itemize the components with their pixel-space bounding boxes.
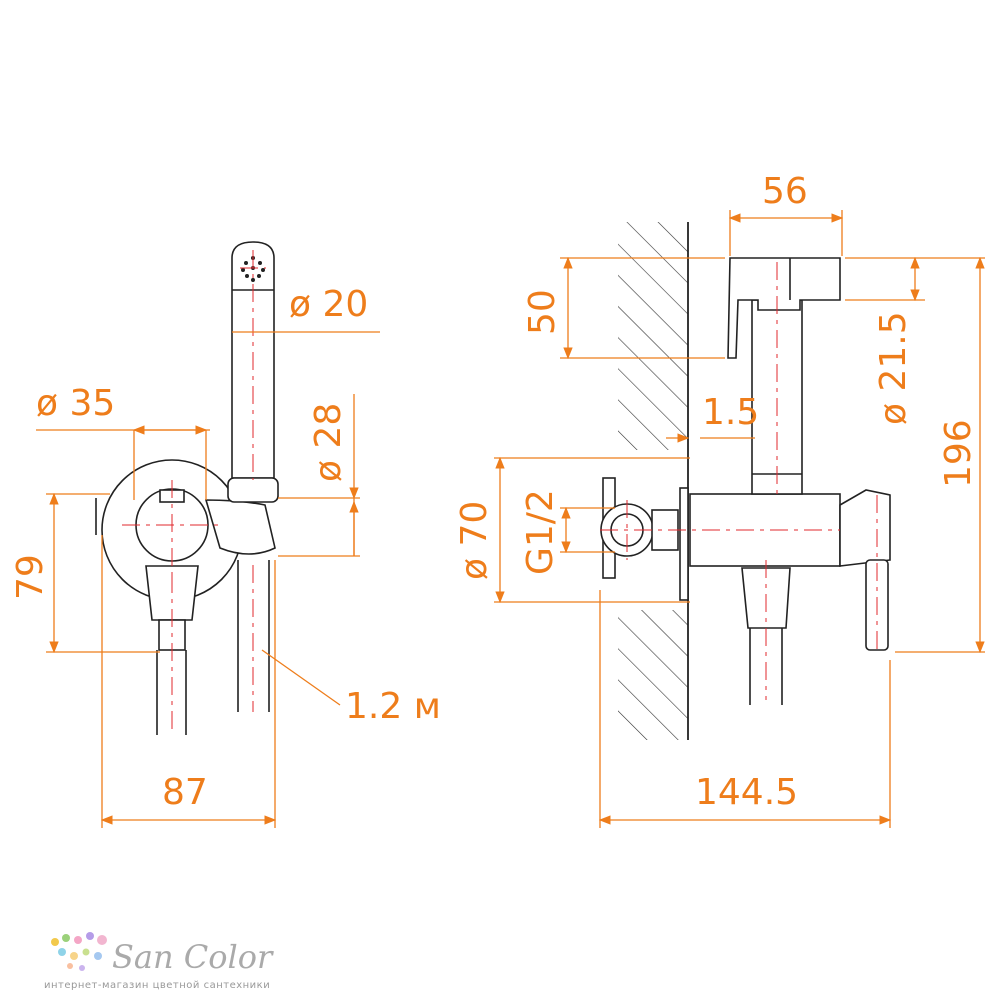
logo-dots-icon — [51, 932, 107, 971]
dim-plate-gap: 1.5 — [702, 392, 759, 433]
valve-knob-side — [839, 489, 891, 567]
brand-logo: San Color интернет-магазин цветной санте… — [44, 932, 274, 991]
dim-body-diameter: ø 35 — [36, 383, 115, 424]
dim-hose-length: 1.2 м — [345, 686, 441, 727]
dim-width: 87 — [162, 772, 208, 813]
holder-arm — [204, 499, 276, 555]
flange-plate — [679, 487, 689, 601]
front-view — [95, 241, 279, 735]
dim-spray-diameter: ø 20 — [289, 284, 368, 325]
front-dimensions — [36, 331, 380, 828]
dim-holder-width: 56 — [762, 171, 808, 212]
shower-holder — [727, 257, 841, 359]
dim-hose-diameter: ø 28 — [308, 403, 349, 482]
front-centerlines — [122, 250, 266, 735]
riser-pipe — [751, 299, 803, 495]
dim-head-diameter: ø 21.5 — [873, 311, 914, 425]
dim-holder-height: 50 — [522, 289, 563, 335]
spray-holes — [241, 256, 265, 282]
side-centerlines — [600, 262, 878, 700]
dim-depth: 144.5 — [695, 772, 798, 813]
brand-tagline: интернет-магазин цветной сантехники — [44, 980, 270, 991]
dim-height: 79 — [10, 554, 51, 600]
dim-thread: G1/2 — [520, 489, 561, 575]
dim-flange-diameter: ø 70 — [454, 501, 495, 580]
dim-total-height: 196 — [938, 419, 979, 488]
wall-section — [618, 222, 689, 740]
brand-name: San Color — [112, 938, 274, 976]
side-dimensions — [494, 210, 985, 828]
